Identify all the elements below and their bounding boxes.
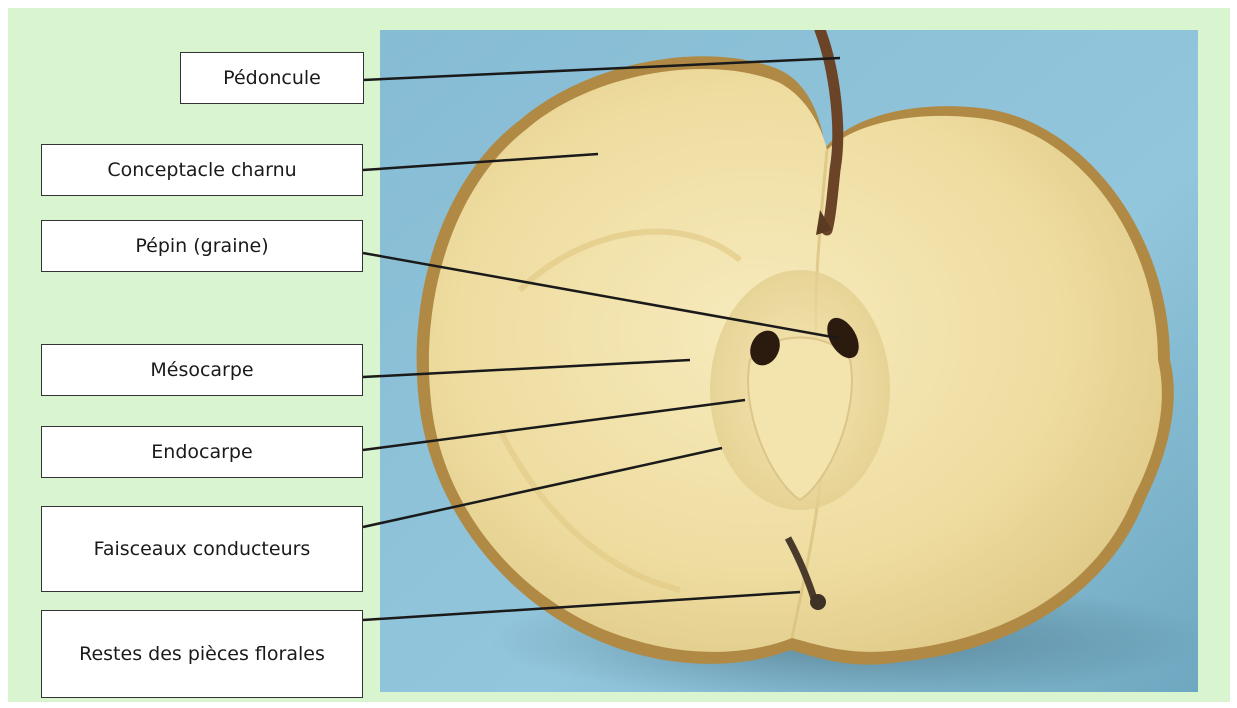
label-seed: Pépin (graine) <box>41 220 363 272</box>
calyx <box>810 594 826 610</box>
label-conducting-bundles: Faisceaux conducteurs <box>41 506 363 592</box>
apple-cross-section-photo <box>380 30 1198 692</box>
label-peduncle: Pédoncule <box>180 52 364 104</box>
apple-illustration <box>380 30 1198 692</box>
label-floral-remains: Restes des pièces florales <box>41 610 363 698</box>
label-receptacle: Conceptacle charnu <box>41 144 363 196</box>
label-endocarp: Endocarpe <box>41 426 363 478</box>
label-mesocarp: Mésocarpe <box>41 344 363 396</box>
